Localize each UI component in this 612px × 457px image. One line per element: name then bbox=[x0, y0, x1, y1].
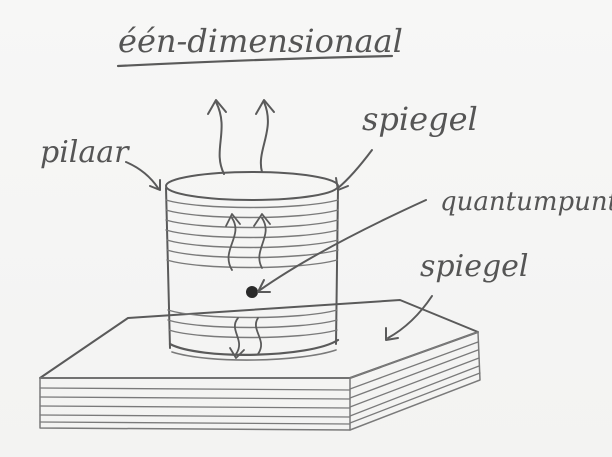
label-pillar: pilaar bbox=[40, 135, 130, 170]
label-quantum-dot: quantumpuntje bbox=[440, 187, 612, 217]
bottom-mirror-layers bbox=[40, 332, 480, 430]
pillar-top bbox=[166, 172, 338, 200]
pillar bbox=[166, 172, 338, 360]
quantum-dot bbox=[246, 286, 258, 298]
top-mirror-leader bbox=[338, 150, 372, 188]
diagram-title: één-dimensionaal bbox=[118, 22, 403, 60]
emission-arrows bbox=[208, 100, 274, 174]
quantum-dot-leader bbox=[260, 200, 426, 290]
internal-light-paths bbox=[226, 214, 270, 358]
label-top-mirror: spiegel bbox=[362, 100, 478, 138]
pillar-bottom bbox=[170, 340, 338, 355]
pillar-left-edge bbox=[166, 188, 170, 348]
pillar-leader bbox=[126, 162, 158, 188]
label-bottom-mirror: spiegel bbox=[420, 249, 529, 284]
bottom-mirror-leader bbox=[388, 296, 432, 338]
